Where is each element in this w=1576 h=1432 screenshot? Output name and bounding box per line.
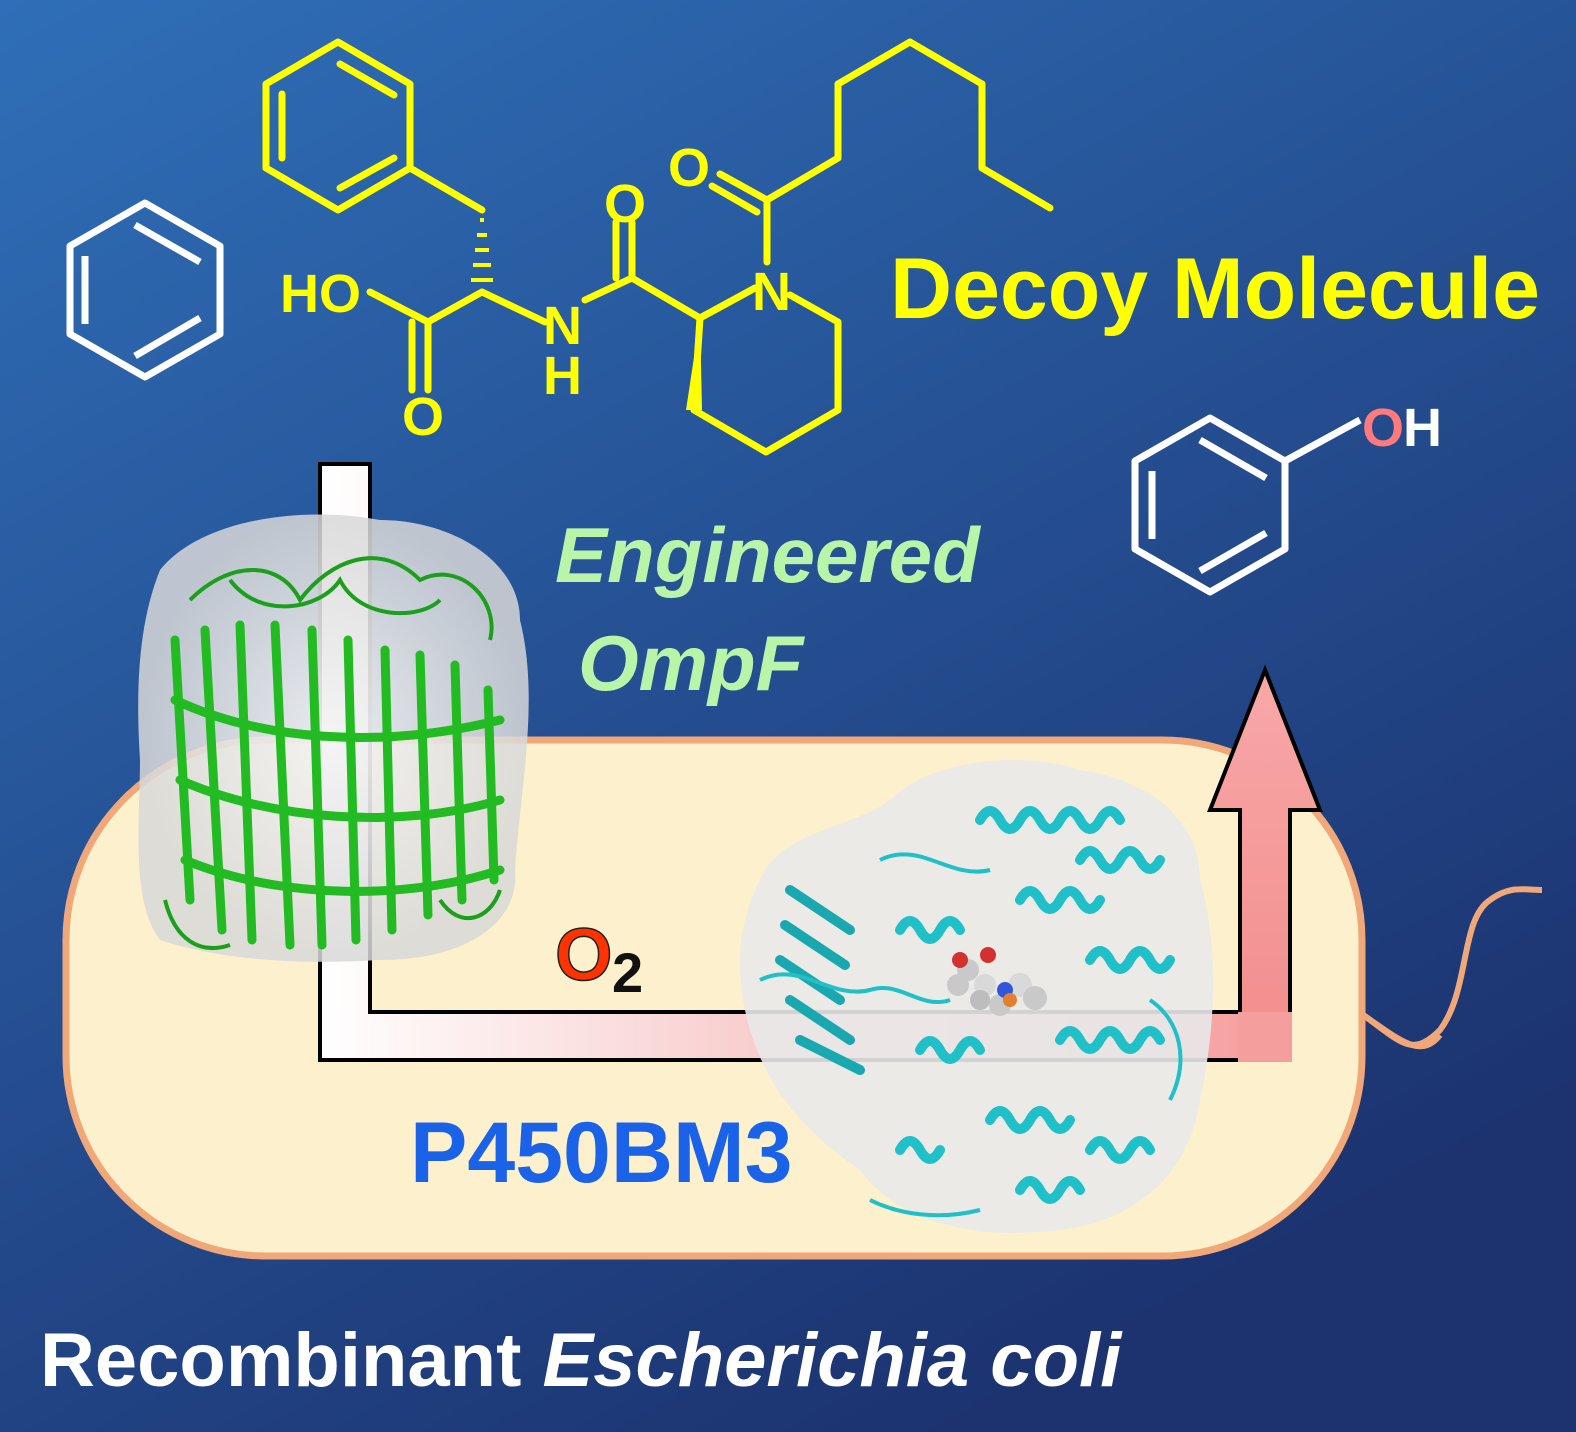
oxygen-symbol: O [555,913,613,996]
atom-ho: HO [280,264,361,324]
atom-h-phenol: H [1403,398,1442,458]
atom-o-acyl: O [668,138,710,198]
benzene-structure [66,199,224,381]
atom-n-amide: N [543,296,582,356]
atom-n-ring: N [752,262,791,322]
atom-o-carboxyl: O [402,387,444,447]
title-plain: Recombinant [40,1318,543,1403]
oxygen-subscript: 2 [612,941,643,1004]
phenol-structure [1131,414,1362,596]
ompf-porin-illustration [138,514,529,962]
page-title: Recombinant Escherichia coli [40,1318,1123,1403]
atom-h-amide: H [543,346,582,406]
decoy-molecule-label: Decoy Molecule [890,241,1540,337]
bold-wedge [686,318,702,410]
atom-o-amide: O [604,174,646,234]
ompf-label-line1: Engineered [555,511,981,599]
ompf-label-line2: OmpF [578,619,806,707]
p450bm3-enzyme-illustration [740,760,1214,1233]
oxygen-label: O 2 [554,912,643,1004]
hashed-wedge [471,218,493,282]
decoy-molecule-structure [262,38,1054,456]
atom-o-phenol: O [1362,398,1404,458]
title-italic: Escherichia coli [543,1318,1124,1403]
enzyme-label: P450BM3 [410,1105,792,1201]
